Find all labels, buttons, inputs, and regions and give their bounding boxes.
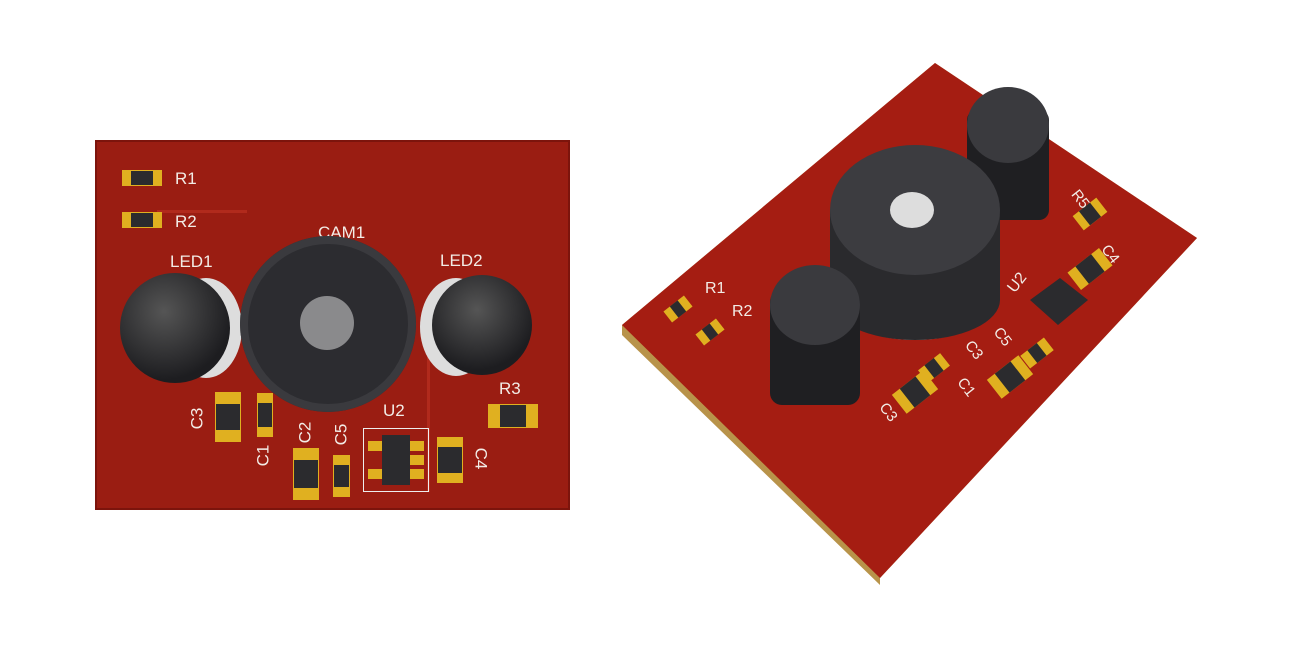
resistor-r1 <box>122 170 162 186</box>
trace <box>427 342 433 492</box>
camera-lens <box>300 296 354 350</box>
ic-u2 <box>363 428 429 492</box>
capacitor-c3 <box>215 392 241 442</box>
led1 <box>120 273 230 383</box>
iso-label-r2: R2 <box>732 303 753 320</box>
label-r2: R2 <box>175 212 197 231</box>
label-led1: LED1 <box>170 252 213 271</box>
camera-lens-iso <box>890 192 934 228</box>
capacitor-c2 <box>293 448 319 500</box>
label-led2: LED2 <box>440 251 483 270</box>
iso-label-r1: R1 <box>705 280 726 297</box>
resistor-r3 <box>488 404 538 428</box>
label-u2: U2 <box>383 401 405 420</box>
trace <box>157 190 247 213</box>
ic-u2-iso <box>1030 278 1088 325</box>
capacitor-c1 <box>257 393 273 437</box>
label-r1: R1 <box>175 169 197 188</box>
capacitor-c4 <box>437 437 463 483</box>
resistor-r2 <box>122 212 162 228</box>
led2 <box>432 275 532 375</box>
capacitor-c5 <box>333 455 350 497</box>
label-r3: R3 <box>499 379 521 398</box>
